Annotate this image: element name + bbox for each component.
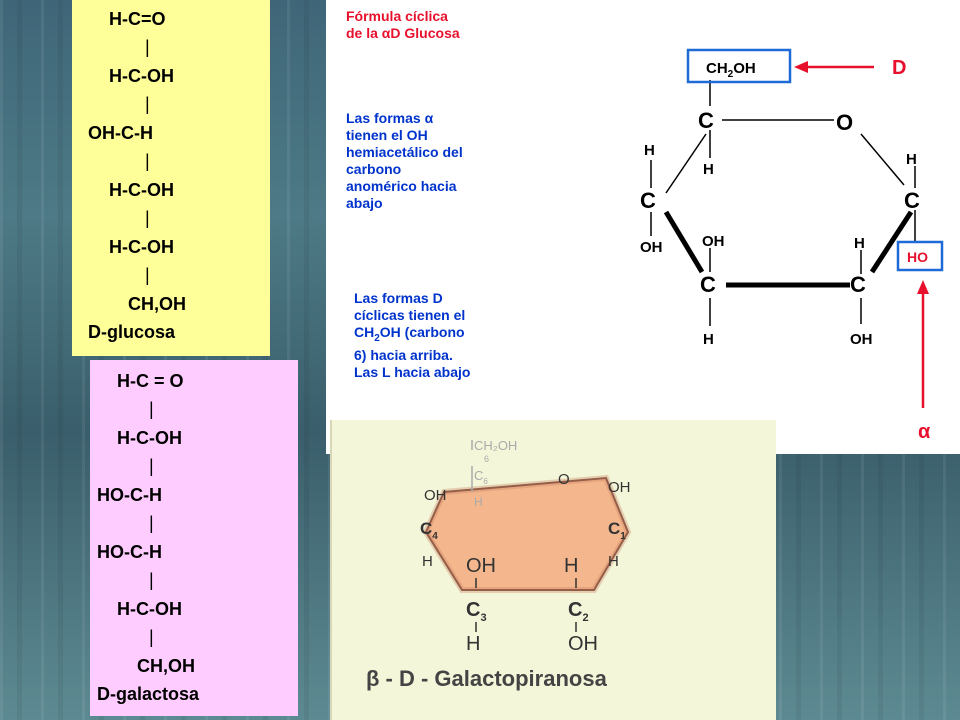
alpha-marker: α <box>918 421 931 443</box>
galactose-line-2: H-C-OH <box>117 428 182 448</box>
galactose-bond-4: | <box>149 570 154 590</box>
galac-c2-oh: OH <box>568 633 598 655</box>
ring-oxygen: O <box>836 110 853 135</box>
glucose-bond-4: | <box>145 208 150 228</box>
ch2oh-box <box>686 48 792 84</box>
glucose-line-2: H-C-OH <box>109 66 174 86</box>
galactopyranose-caption: β - D - Galactopiranosa <box>366 666 608 691</box>
alpha-text-line: hemiacetálico del <box>346 144 463 160</box>
ch2oh-label: CH2OH <box>706 60 756 80</box>
galac-c4-h: H <box>422 553 433 570</box>
c3-atom: C <box>700 272 716 297</box>
d-text-line: cíclicas tienen el <box>354 307 466 323</box>
glucose-bond-3: | <box>145 151 150 171</box>
galactopyranose-panel: CH₂OH 6 C6 H O OH C4 H OH C1 H OH C3 H H… <box>330 420 776 720</box>
ho-box <box>896 240 944 272</box>
glucose-line-1: H-C=O <box>109 9 166 29</box>
glucose-name: D-glucosa <box>88 322 176 342</box>
galac-c1: C1 <box>608 519 626 542</box>
d-text-line: CH2OH (carbono <box>354 324 470 347</box>
glucose-cyclic-panel: Fórmula cíclica de la αD Glucosa Las for… <box>326 0 960 454</box>
galactose-linear-panel: H-C = O | H-C-OH | HO-C-H | HO-C-H | H-C… <box>90 360 298 716</box>
galactose-bond-3: | <box>149 513 154 533</box>
galactopyranose-ring: CH₂OH 6 C6 H O OH C4 H OH C1 H OH C3 H H… <box>366 438 632 691</box>
ho-label: HO <box>907 249 928 265</box>
alpha-text-line: tienen el OH <box>346 127 428 143</box>
galactose-line-5: H-C-OH <box>117 599 182 619</box>
galactose-bond-5: | <box>149 627 154 647</box>
galac-c2: C2 <box>568 599 589 624</box>
glucose-bond-2: | <box>145 94 150 114</box>
glucose-line-3: OH-C-H <box>88 123 153 143</box>
galac-c3-h: H <box>466 633 480 655</box>
d-form-explanation: Las formas D cíclicas tienen el CH2OH (c… <box>354 290 470 381</box>
alpha-text-line: anomérico hacia <box>346 178 457 194</box>
c1-h: H <box>906 151 917 168</box>
galac-ch2oh: CH₂OH <box>474 438 517 453</box>
galactose-line-3: HO-C-H <box>97 485 162 505</box>
c1-atom: C <box>904 188 920 213</box>
c4-atom: C <box>640 188 656 213</box>
c3-oh: OH <box>702 233 725 250</box>
c4-oh: OH <box>640 239 663 256</box>
d-text-line: 6) hacia arriba. <box>354 346 453 363</box>
galac-c4: C4 <box>420 519 438 542</box>
d-text-sub: 2 <box>374 332 380 344</box>
galactose-bond-1: | <box>149 399 154 419</box>
glucose-linear-panel: H-C=O | H-C-OH | OH-C-H | H-C-OH | H-C-O… <box>72 0 270 356</box>
galac-c6: C6 <box>474 468 488 486</box>
galactose-line-6: CH,OH <box>137 656 195 676</box>
cyclic-title-line-2: de la αD Glucosa <box>346 25 460 41</box>
c3-h: H <box>703 331 714 348</box>
d-text-oh: OH (carbono <box>379 324 465 340</box>
c4-h: H <box>644 142 655 159</box>
glucose-line-5: H-C-OH <box>109 237 174 257</box>
galac-c3: C3 <box>466 599 487 624</box>
galac-c3-oh: OH <box>466 555 496 577</box>
galactose-line-4: HO-C-H <box>97 542 162 562</box>
alpha-text-line: Las formas α <box>346 110 434 126</box>
glucose-line-6: CH,OH <box>128 294 186 314</box>
c5-h: H <box>703 161 714 178</box>
d-text-ch: CH <box>354 324 375 340</box>
galactose-line-1: H-C = O <box>117 371 184 391</box>
cyclic-title-line-1: Fórmula cíclica <box>346 8 448 24</box>
galactose-bond-2: | <box>149 456 154 476</box>
cyclic-title: Fórmula cíclica de la αD Glucosa <box>346 8 460 42</box>
alpha-text-line: abajo <box>346 195 383 211</box>
galac-c1-h: H <box>608 553 619 570</box>
galac-c4-oh: OH <box>424 487 447 504</box>
d-text-line: Las L hacia abajo <box>354 363 471 380</box>
galactose-name: D-galactosa <box>97 684 200 704</box>
c5-atom: C <box>698 108 714 133</box>
alpha-glucose-ring: CH2OH D C O H H C OH H C OH C H H C OH H… <box>640 48 944 443</box>
alpha-text-line: carbono <box>346 161 402 177</box>
galac-c1-oh: OH <box>608 479 631 496</box>
galac-num6: 6 <box>484 454 489 464</box>
galac-ring-oxygen: O <box>558 471 570 488</box>
galac-c2-h: H <box>564 555 578 577</box>
glucose-bond-1: | <box>145 37 150 57</box>
glucose-line-4: H-C-OH <box>109 180 174 200</box>
glucose-bond-5: | <box>145 265 150 285</box>
c2-h: H <box>854 235 865 252</box>
galac-c6-h: H <box>474 495 483 509</box>
d-text-line: Las formas D <box>354 290 443 306</box>
d-marker: D <box>892 57 906 79</box>
alpha-explanation: Las formas α tienen el OH hemiacetálico … <box>346 110 463 212</box>
c2-oh: OH <box>850 331 873 348</box>
c2-atom: C <box>850 272 866 297</box>
